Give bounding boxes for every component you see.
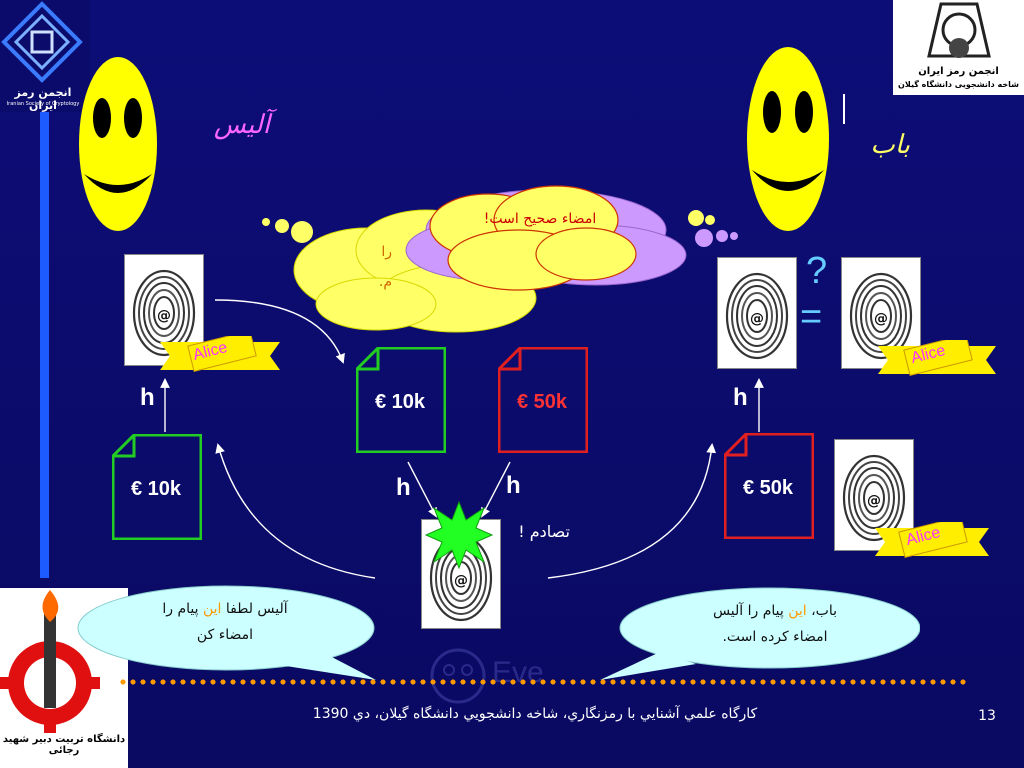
collision-starburst-icon <box>424 500 494 570</box>
bob-fingerprint-left <box>718 258 796 368</box>
hash-label-alice: h <box>140 384 155 411</box>
alice-tag-ribbon-3 <box>875 522 989 558</box>
logo-top-right-line1: انجمن رمز ایران <box>918 66 999 77</box>
document-icon <box>497 346 589 454</box>
left-vertical-bar <box>40 90 49 578</box>
logo-top-left-subtext: Iranian Society of Cryptology <box>6 101 80 107</box>
bubble-left-line2: امضاء کن <box>196 627 254 643</box>
alice-tag-ribbon-1 <box>160 336 280 372</box>
speech-bubble-right <box>600 587 920 680</box>
thought-clouds <box>262 185 738 333</box>
red-document: € 50k <box>497 346 589 454</box>
alice-smiley-icon <box>79 57 157 231</box>
thought-hidden-b: م. <box>378 274 392 290</box>
bubble-right-line2: امضاء کرده است. <box>722 629 828 645</box>
logo-top-right-line2: شاخه دانشجویی دانشگاه گیلان <box>898 80 1019 89</box>
bubble-right-post: پیام را آلیس <box>712 603 784 619</box>
logo-top-right: انجمن رمز ایران شاخه دانشجویی دانشگاه گی… <box>893 0 1024 95</box>
logo-top-left: انجمن رمز ایران Iranian Society of Crypt… <box>0 0 90 112</box>
green-document: € 10k <box>355 346 447 454</box>
footer-page-number: 13 <box>978 708 996 724</box>
bubble-right-highlight: این <box>788 603 807 619</box>
document-icon <box>111 433 203 541</box>
hash-label-bob: h <box>733 384 748 411</box>
collision-text: تصادم ! <box>518 522 570 541</box>
speech-bubble-left-text: آلیس لطفا این پیام را امضاء کن <box>110 596 340 648</box>
speech-bubble-right-text: باب، این پیام را آلیس امضاء کرده است. <box>660 598 890 650</box>
bubble-left-post: پیام را <box>162 601 199 617</box>
footer-dotted-line <box>118 679 970 685</box>
bob-cursor-line <box>843 94 845 124</box>
bob-smiley-icon <box>747 47 829 231</box>
bubble-left-highlight: این <box>202 601 222 617</box>
green-document-amount: € 10k <box>374 391 426 413</box>
bob-document: € 50k <box>723 432 815 540</box>
alice-document-amount: € 10k <box>130 478 182 500</box>
thought-hidden-a: را <box>381 244 392 260</box>
alice-document: € 10k <box>111 433 203 541</box>
compare-question: ? <box>806 250 828 292</box>
crypto-society-logo-icon <box>0 0 90 112</box>
alice-name: آلیس <box>213 110 270 140</box>
alice-tag-ribbon-2 <box>878 340 996 376</box>
hash-label-eve-right: h <box>506 472 521 499</box>
hash-label-eve-left: h <box>396 474 411 501</box>
speech-bubble-left <box>77 585 376 680</box>
bob-name: باب <box>870 130 910 160</box>
guilan-branch-logo-icon <box>927 2 991 58</box>
compare-equals: = <box>800 296 823 338</box>
bubble-left-pre: آلیس لطفا <box>225 601 288 617</box>
document-icon <box>355 346 447 454</box>
logo-bottom-left-text: دانشگاه تربیت دبیر شهید رجائی <box>2 734 126 756</box>
university-gear-logo-icon <box>0 590 100 733</box>
document-icon <box>723 432 815 540</box>
thought-signature-valid: امضاء صحیح است! <box>483 211 597 227</box>
red-document-amount: € 50k <box>516 391 568 413</box>
logo-top-left-text: انجمن رمز ایران <box>14 86 72 112</box>
bob-document-amount: € 50k <box>742 477 794 499</box>
eve-faint-face-icon <box>430 648 486 704</box>
footer-text: کارگاه علمي آشنايي با رمزنگاري، شاخه دان… <box>312 706 758 722</box>
bubble-right-pre: باب، <box>811 603 838 619</box>
